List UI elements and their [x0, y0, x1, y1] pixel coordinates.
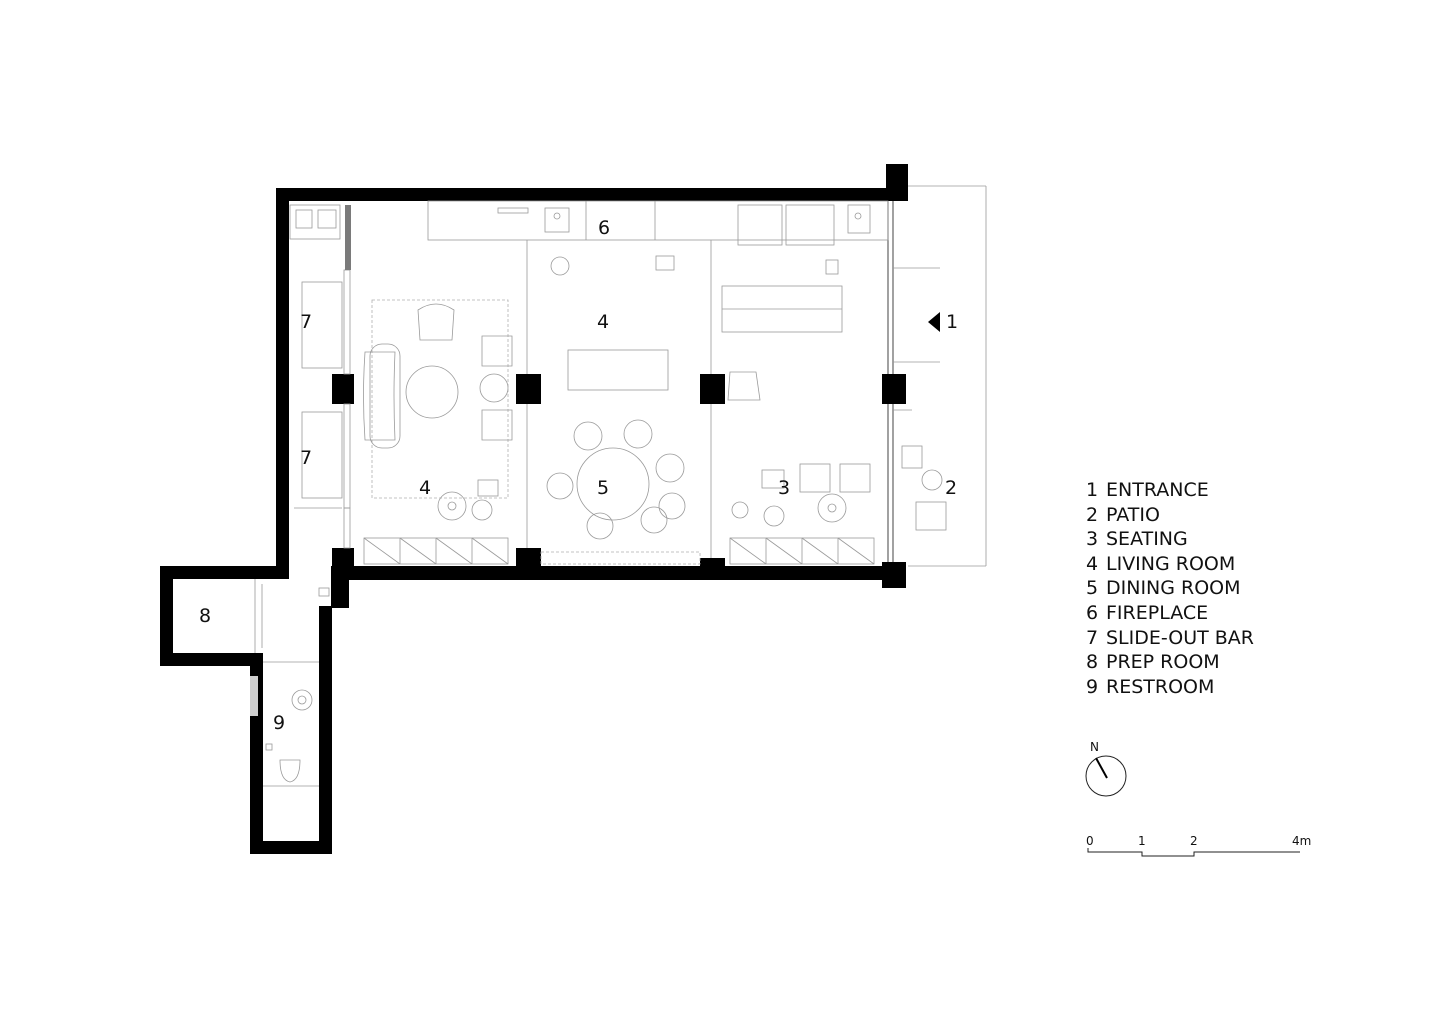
tag-dining: 5: [597, 477, 609, 499]
tag-seating: 3: [778, 477, 790, 499]
living-room-furniture: [363, 299, 513, 521]
scale-tick-3: 4m: [1292, 834, 1311, 848]
scale-tick-1: 1: [1138, 834, 1146, 848]
scale-tick-2: 2: [1190, 834, 1198, 848]
dining-room-furniture: [546, 255, 686, 540]
tag-patio: 2: [945, 477, 957, 499]
tag-entrance: 1: [946, 311, 958, 333]
scale-bar: 0 1 2 4m: [1086, 834, 1311, 857]
exterior-walls: [160, 164, 908, 854]
north-compass: N: [1085, 740, 1127, 797]
benches: [363, 537, 875, 565]
seating-furniture: [721, 259, 871, 527]
fireplace-counter: [289, 200, 889, 246]
facade-lines: [343, 185, 987, 567]
compass-north-label: N: [1090, 740, 1099, 754]
scale-tick-0: 0: [1086, 834, 1094, 848]
patio-furniture: [901, 445, 947, 531]
tag-prep: 8: [199, 605, 211, 627]
tag-fireplace: 6: [598, 217, 610, 239]
tag-living-left: 4: [419, 477, 431, 499]
slide-out-bars: [294, 281, 343, 509]
tag-restroom: 9: [273, 712, 285, 734]
entrance-arrow-icon: [928, 312, 940, 332]
tag-living-center: 4: [597, 311, 609, 333]
tag-bar-top: 7: [300, 311, 312, 333]
tag-bar-bottom: 7: [300, 447, 312, 469]
service-fixtures: [250, 579, 330, 787]
